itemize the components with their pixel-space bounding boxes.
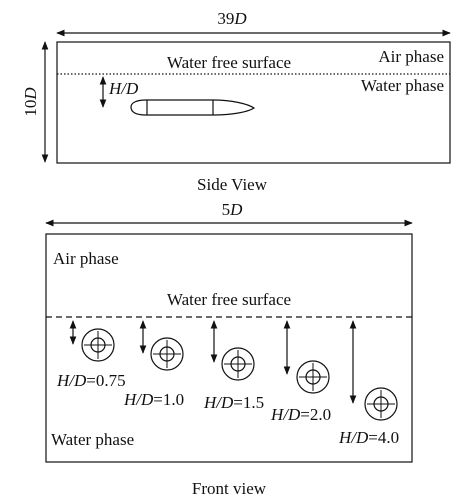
front-view: 5D Air phase Water free surface Water ph… <box>45 200 413 498</box>
case-label: H/D=1.0 <box>123 390 184 409</box>
front-domain-box <box>45 233 413 463</box>
hull-outer-circle <box>150 337 184 371</box>
case-4.0: H/D=4.0 <box>338 320 399 447</box>
front-air-phase-label: Air phase <box>53 249 119 268</box>
side-air-phase-label: Air phase <box>378 47 444 66</box>
case-2.0: H/D=2.0 <box>270 320 331 424</box>
side-free-surface-label: Water free surface <box>167 53 291 72</box>
hull-outer-circle <box>296 360 330 394</box>
case-label: H/D=0.75 <box>56 371 126 390</box>
case-1.5: H/D=1.5 <box>203 320 264 412</box>
case-label: H/D=4.0 <box>338 428 399 447</box>
case-label: H/D=1.5 <box>203 393 264 412</box>
side-depth-label: H/D <box>108 79 139 98</box>
hull-outer-circle <box>81 328 115 362</box>
side-domain-box <box>56 41 451 164</box>
side-view-caption: Side View <box>197 175 268 194</box>
front-free-surface-label: Water free surface <box>167 290 291 309</box>
side-submarine-hull <box>130 99 256 116</box>
hull-outer-circle <box>221 347 255 381</box>
front-width-label: 5D <box>222 200 244 219</box>
case-0.75: H/D=0.75 <box>56 320 126 390</box>
case-1.0: H/D=1.0 <box>123 320 184 409</box>
side-height-label: 10D <box>21 87 40 117</box>
side-water-phase-label: Water phase <box>361 76 444 95</box>
side-width-label: 39D <box>217 9 247 28</box>
front-water-phase-label: Water phase <box>51 430 134 449</box>
front-view-caption: Front view <box>192 479 267 498</box>
side-view: 39D 10D Water free surface Air phase Wat… <box>21 9 451 194</box>
case-label: H/D=2.0 <box>270 405 331 424</box>
hull-outer-circle <box>364 387 398 421</box>
